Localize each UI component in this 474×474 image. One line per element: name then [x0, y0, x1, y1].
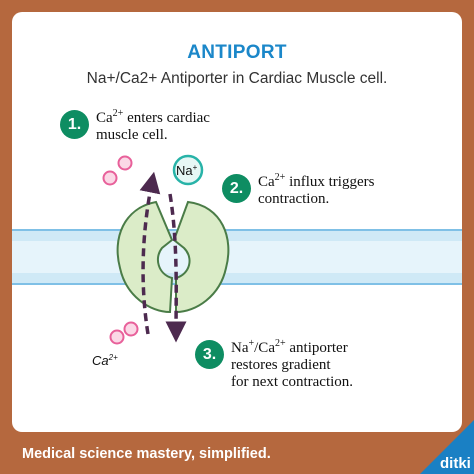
protein-right-lobe	[172, 200, 230, 314]
sodium-efflux-arrow	[165, 193, 187, 343]
step-1: 1. Ca2+ enters cardiac muscle cell.	[60, 108, 210, 144]
step-1-badge: 1.	[60, 110, 89, 139]
antiporter-protein	[116, 200, 230, 314]
calcium-ion	[109, 329, 125, 345]
step-2-badge: 2.	[222, 174, 251, 203]
step-3-text: Na+/Ca2+ antiporter restores gradient fo…	[231, 338, 354, 391]
calcium-ion	[102, 170, 118, 186]
cell-membrane	[12, 229, 462, 285]
diagram-subtitle: Na+/Ca2+ Antiporter in Cardiac Muscle ce…	[86, 70, 388, 87]
membrane-core	[12, 241, 462, 273]
ditki-logo: ditki	[420, 420, 474, 474]
sodium-ion-label: Na+	[176, 163, 198, 178]
step-2-text: Ca2+ influx triggers contraction.	[258, 172, 375, 208]
footer-tagline: Medical science mastery, simplified.	[22, 446, 271, 462]
sodium-ion	[172, 154, 204, 186]
diagram-title: ANTIPORT	[187, 42, 287, 63]
step-3: 3. Na+/Ca2+ antiporter restores gradient…	[195, 338, 354, 391]
step-1-text: Ca2+ enters cardiac muscle cell.	[96, 108, 210, 144]
step-3-badge: 3.	[195, 340, 224, 369]
svg-text:ditki: ditki	[440, 455, 471, 472]
antiporter-illustration: Na+ Ca2+	[92, 154, 230, 368]
step-2: 2. Ca2+ influx triggers contraction.	[222, 172, 375, 208]
infographic-card: ANTIPORT Na+/Ca2+ Antiporter in Cardiac …	[12, 12, 462, 432]
protein-left-lobe	[116, 200, 174, 314]
calcium-ion	[123, 321, 139, 337]
calcium-ion-label: Ca2+	[92, 353, 118, 368]
calcium-influx-arrow	[139, 171, 161, 335]
calcium-ion	[117, 155, 133, 171]
